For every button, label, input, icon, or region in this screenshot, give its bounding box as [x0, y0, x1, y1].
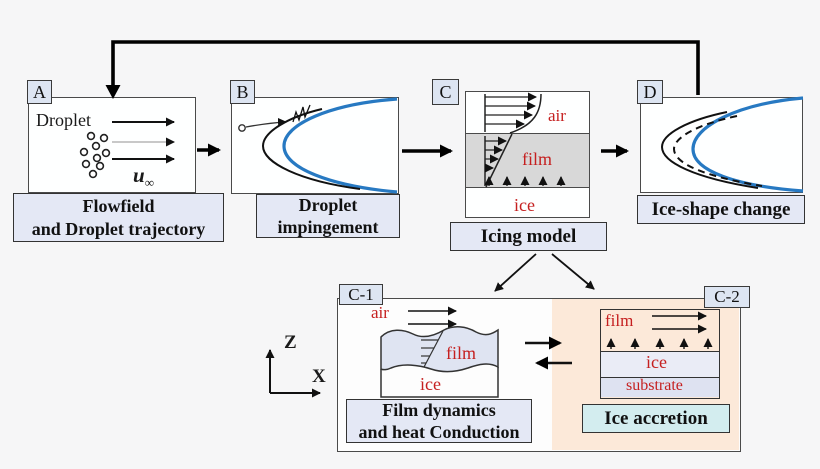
z-axis-label2: Z: [284, 332, 297, 353]
infinity-subscript: ∞: [144, 175, 154, 191]
c-film-profile-envelope: [485, 133, 513, 188]
feedback-arrow-d-to-a: [111, 40, 700, 95]
panel-c1-caption: Film dynamics and heat Conduction: [346, 399, 532, 443]
panel-c1-tag: C-1: [339, 284, 383, 305]
b-airfoil-curve: [282, 97, 398, 194]
panel-b-caption-line1: Droplet: [298, 194, 358, 215]
c1-ice-label: ice: [420, 374, 441, 394]
panel-c-caption: Icing model: [450, 222, 607, 251]
panel-b-caption-line2: impingement: [277, 217, 379, 237]
c1-film-label: film: [446, 343, 476, 363]
c1-ice-outline: [380, 367, 499, 398]
panel-b-box: [231, 97, 399, 194]
c-freezing-flux-arrows: [484, 176, 566, 186]
panel-b-caption: Droplet impingement: [256, 194, 400, 238]
d-ice-shape-dashed-curve: [672, 115, 763, 187]
split-arrow-to-c1: [494, 253, 537, 292]
c2-ice-label: ice: [646, 352, 667, 372]
panel-b-tag: B: [230, 80, 255, 104]
b-ice-shape-curve: [261, 108, 361, 190]
feedback-arrowhead: [105, 85, 121, 99]
droplet-label: Droplet: [36, 110, 91, 130]
c2-ice-band: [601, 351, 719, 378]
panel-d-caption: Ice-shape change: [637, 195, 805, 224]
c1-air-label: air: [371, 303, 389, 322]
c2-film-label: film: [605, 311, 634, 330]
c1-film-profile: [421, 330, 444, 368]
panel-a-caption: Flowfield and Droplet trajectory: [13, 193, 224, 242]
panel-c2-tag: C-2: [704, 286, 750, 308]
c2-layer-stack: [600, 309, 720, 399]
c-film-label: film: [522, 149, 552, 169]
c2-substrate-band: [601, 378, 719, 397]
split-arrow-to-c2: [551, 253, 595, 290]
u-symbol: u: [133, 163, 145, 187]
d-ice-shape-solid-curve: [660, 111, 759, 189]
c-air-profile-envelope: [509, 93, 542, 134]
droplet-cluster: [79, 131, 111, 179]
freestream-velocity-symbol: u∞: [133, 163, 154, 191]
c-air-label: air: [548, 106, 566, 125]
panel-d-tag: D: [637, 80, 663, 104]
panel-a-tag: A: [27, 80, 52, 104]
b-trajectory-line: [245, 117, 287, 128]
c2-accretion-arrows: [606, 338, 713, 349]
panel-c1-caption-line2: and heat Conduction: [358, 422, 520, 442]
c-ice-label: ice: [514, 195, 535, 215]
panel-a-caption-line1: Flowfield: [82, 196, 155, 216]
b-droplet: [238, 124, 246, 132]
b-impingement-zigzag: [292, 104, 311, 123]
panel-c1-caption-line1: Film dynamics: [382, 399, 496, 420]
c2-substrate-label: substrate: [626, 377, 683, 394]
panel-c-tag: C: [432, 79, 459, 105]
x-axis-label: X: [312, 366, 326, 387]
panel-c-ice-band: [466, 188, 589, 216]
panel-a-caption-line2: and Droplet trajectory: [31, 218, 206, 239]
panel-c2-caption: Ice accretion: [582, 404, 730, 433]
c1-film-blob: [380, 326, 499, 373]
c1-ice-block: [381, 367, 498, 397]
